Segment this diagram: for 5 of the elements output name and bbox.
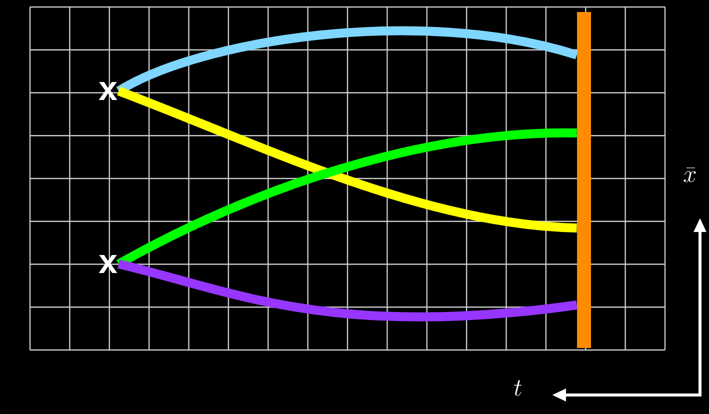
vertical-bar — [577, 12, 591, 348]
axis-label: $t$ — [514, 380, 522, 396]
axis-label: $\bar{x}$ — [684, 168, 696, 182]
curve — [118, 260, 578, 322]
curve — [117, 86, 578, 232]
